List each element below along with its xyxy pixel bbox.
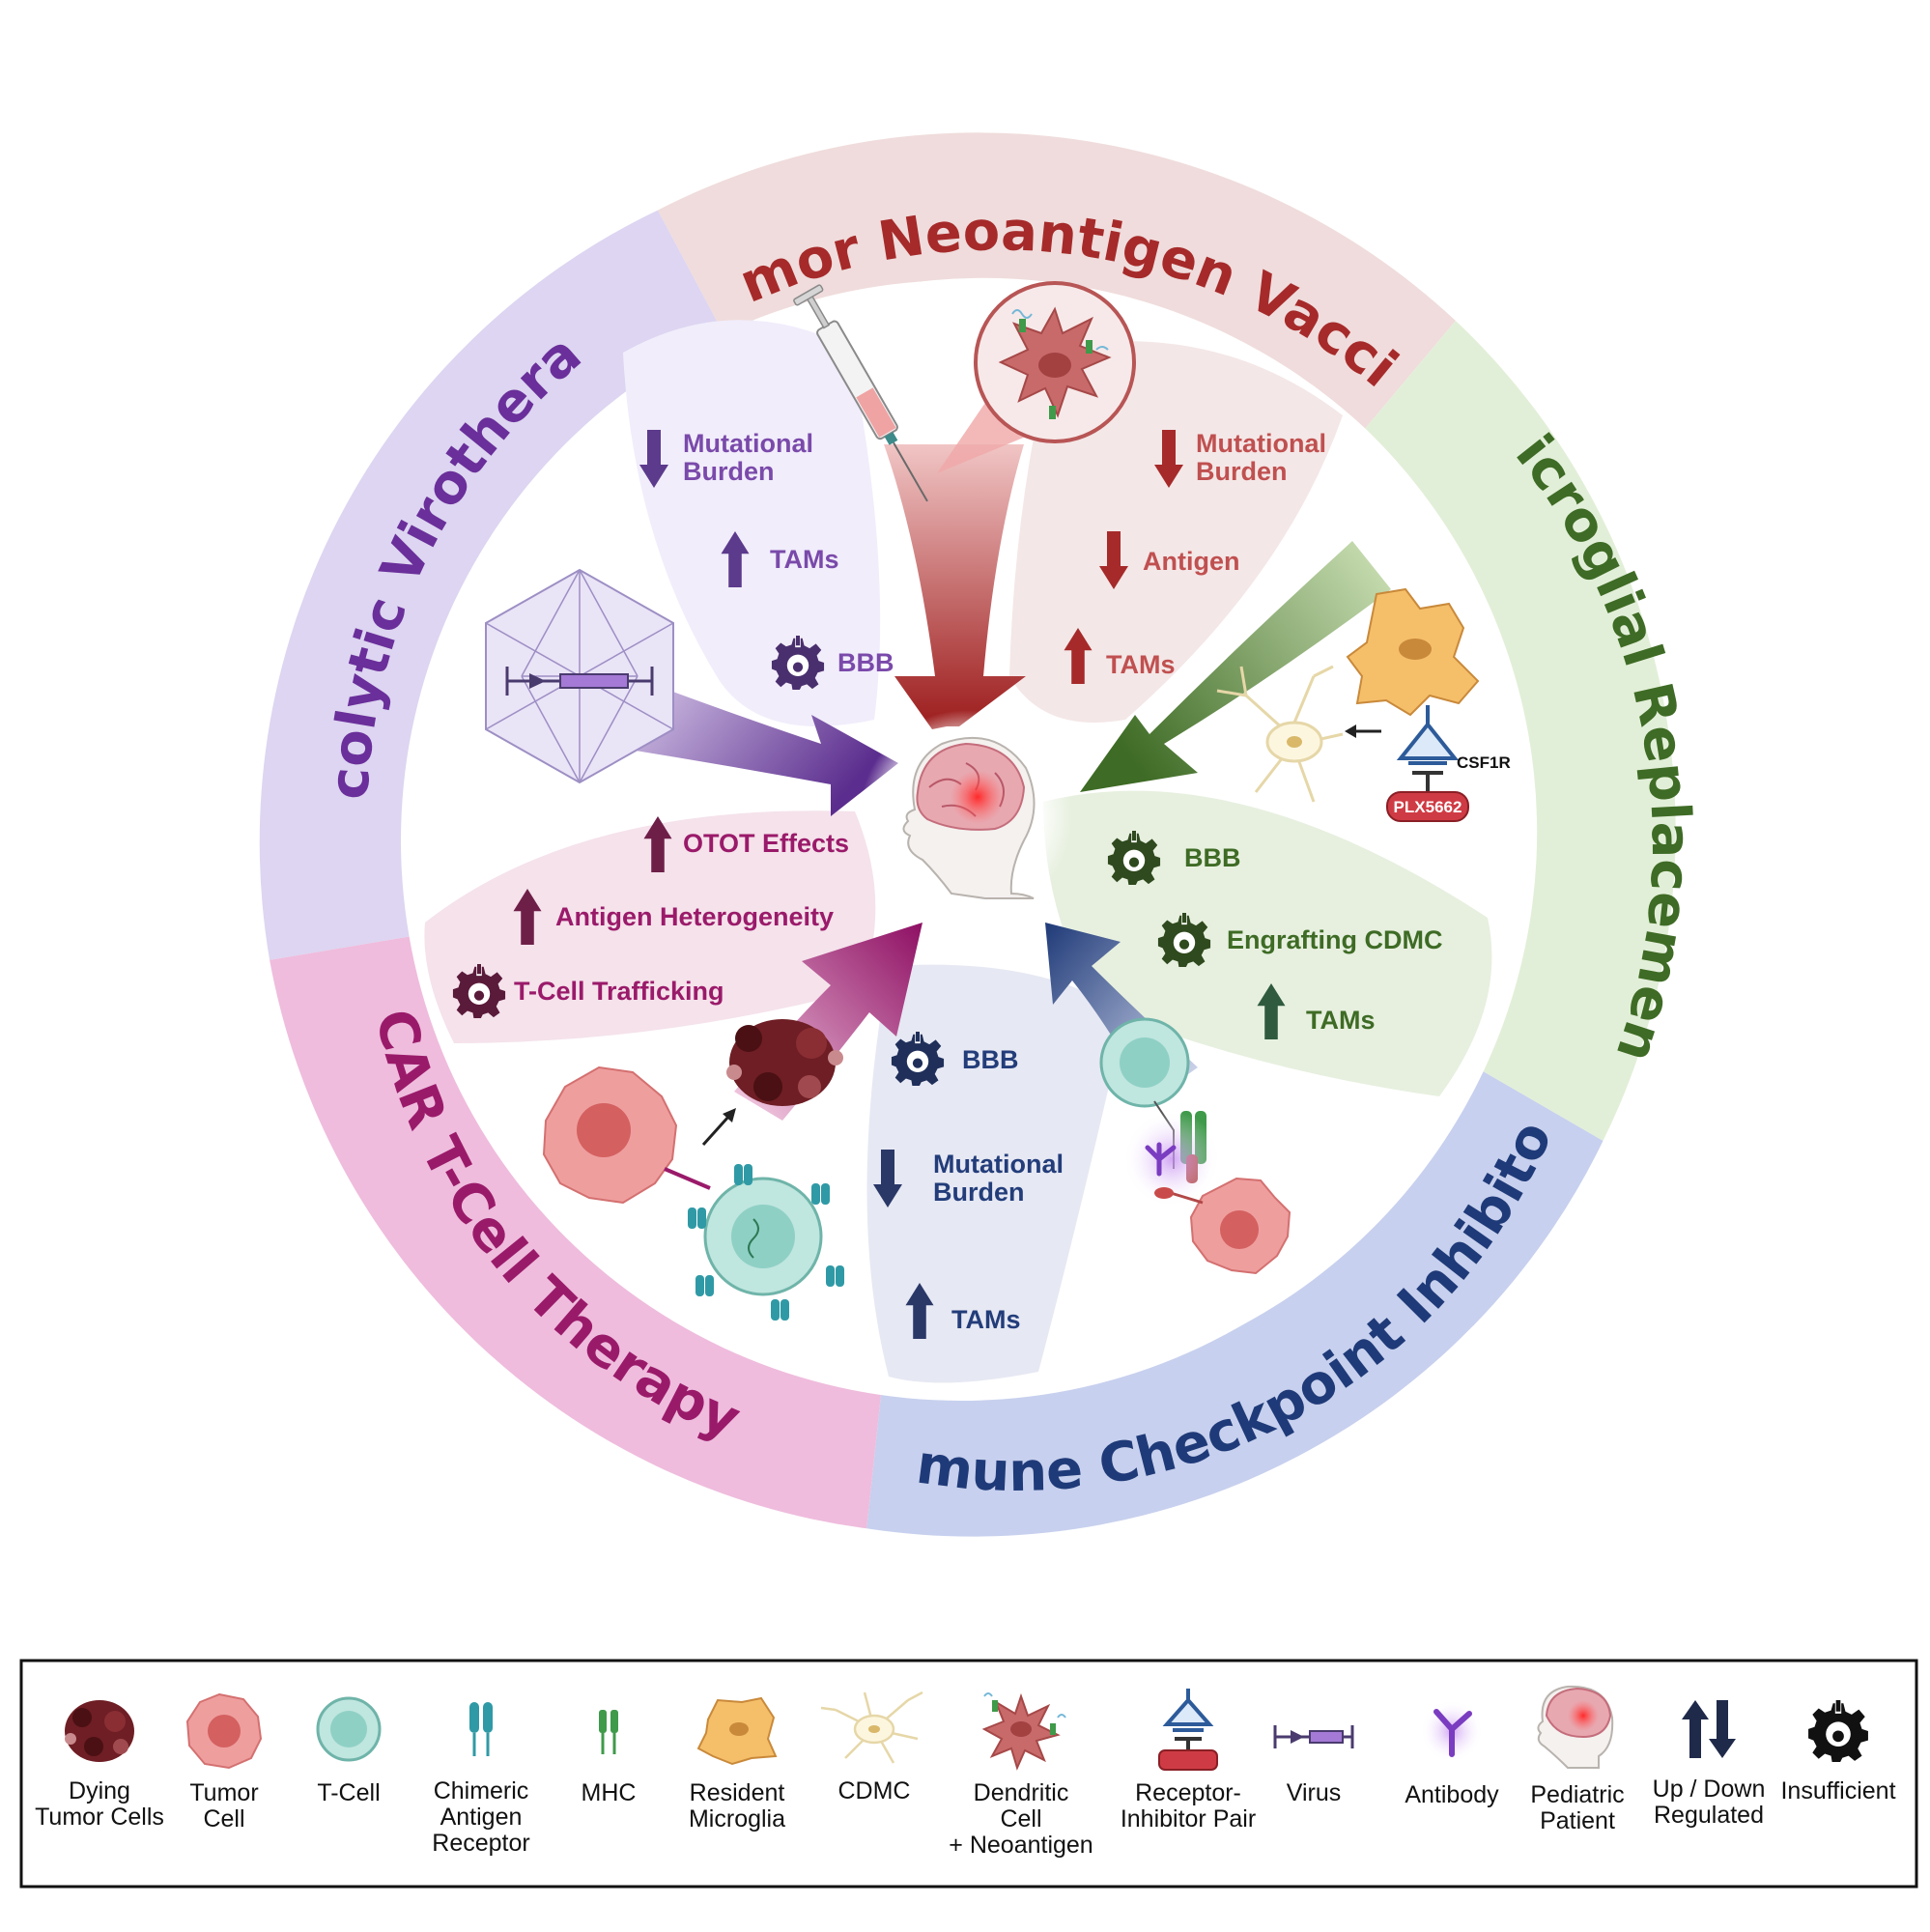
chimeric-antigen-receptor-icon <box>469 1702 493 1756</box>
microglia-bullets: CSF1R PLX5662 BBB Engrafting CDMC TAMs <box>1107 753 1511 1039</box>
resident-microglia-icon <box>696 1696 778 1766</box>
vaccine-bullets: Mutational Burden Antigen TAMs <box>1064 429 1334 684</box>
sector-oncolytic-bg <box>623 320 881 726</box>
car-t-illustration <box>542 1019 844 1321</box>
tumor-cell-icon <box>185 1692 263 1770</box>
vaccine-antigen-label: Antigen <box>1143 547 1240 576</box>
virus-capsid-illustration <box>485 568 674 784</box>
checkpoint-tams-label: TAMs <box>951 1305 1021 1334</box>
oncolytic-bullets: Mutational Burden TAMs BBB <box>639 429 894 690</box>
up-down-arrows-icon <box>1682 1700 1736 1758</box>
receptor-inhibitor-pair-icon <box>1158 1689 1218 1771</box>
cdmc-icon <box>820 1690 923 1764</box>
plx5662-label: PLX5662 <box>1394 798 1462 816</box>
ring-segment-virus <box>259 210 727 960</box>
microglia-bbb-label: BBB <box>1184 843 1241 872</box>
dendritic-cell-icon <box>981 1692 1066 1771</box>
vaccine-illustration <box>793 281 1136 502</box>
legend-label-cdmc: CDMC <box>838 1777 911 1804</box>
vaccine-tams-label: TAMs <box>1106 650 1176 679</box>
microglia-engrafting-label: Engrafting CDMC <box>1227 925 1442 954</box>
antibody-icon <box>1145 1142 1177 1177</box>
sector-vaccine-bg <box>1009 341 1343 723</box>
chimeric-antigen-receptor-icon <box>688 1164 844 1321</box>
legend-label-antibody: Antibody <box>1405 1781 1499 1808</box>
ring-segment-car-t <box>270 935 883 1529</box>
legend-label-virus: Virus <box>1287 1779 1342 1806</box>
cdmc-icon <box>1216 665 1344 803</box>
ring-segment-checkpoint <box>866 1071 1604 1537</box>
sector-car-t-bg <box>424 810 876 1043</box>
dying-tumor-cells-icon <box>65 1700 134 1762</box>
microglia-tams-label: TAMs <box>1306 1006 1376 1035</box>
arrow-vaccine <box>884 444 1026 729</box>
checkpoint-mutational-label: Mutational Burden <box>933 1150 1071 1207</box>
syringe-icon <box>793 284 928 502</box>
legend-label-insufficient-gear: Insufficient <box>1780 1777 1895 1804</box>
mhc-icon <box>599 1710 618 1754</box>
oncolytic-tams-label: TAMs <box>770 545 839 574</box>
legend-label-receptor-inhibitor-pair: Receptor-Inhibitor Pair <box>1121 1779 1256 1833</box>
ring-segment-vaccine <box>657 132 1456 429</box>
legend-label-t-cell: T-Cell <box>317 1779 380 1806</box>
arrow-microglia <box>1080 541 1391 792</box>
csf1r-label: CSF1R <box>1457 753 1511 772</box>
virus-icon <box>1273 1725 1354 1748</box>
legend-label-mhc: MHC <box>582 1779 637 1806</box>
legend-icons <box>65 1685 1868 1771</box>
checkpoint-bbb-label: BBB <box>962 1045 1019 1074</box>
pediatric-patient-icon <box>1537 1685 1614 1769</box>
microglial-illustration <box>1216 587 1480 822</box>
dying-tumor-cells-icon <box>726 1019 843 1106</box>
ring-segment-microglia <box>1365 321 1676 1141</box>
pediatric-patient-icon <box>902 736 1036 899</box>
oncolytic-mutational-label: Mutational Burden <box>683 429 821 486</box>
receptor-inhibitor-pair-icon <box>1386 705 1469 822</box>
antibody-icon <box>1421 1700 1483 1762</box>
virus-icon <box>505 667 654 696</box>
oncolytic-bbb-label: BBB <box>837 648 894 677</box>
vaccine-mutational-label: Mutational Burden <box>1196 429 1334 486</box>
checkpoint-illustration <box>1099 1017 1291 1275</box>
dendritic-cell-icon <box>998 306 1112 419</box>
t-cell-icon <box>316 1696 382 1762</box>
checkpoint-bullets: BBB Mutational Burden TAMs <box>873 1032 1071 1339</box>
car-t-otot-label: OTOT Effects <box>683 829 849 858</box>
car-t-trafficking-label: T-Cell Trafficking <box>514 977 724 1006</box>
car-t-bullets: OTOT Effects Antigen Heterogeneity T-Cel… <box>452 816 849 1018</box>
car-t-heterogeneity-label: Antigen Heterogeneity <box>555 902 834 931</box>
